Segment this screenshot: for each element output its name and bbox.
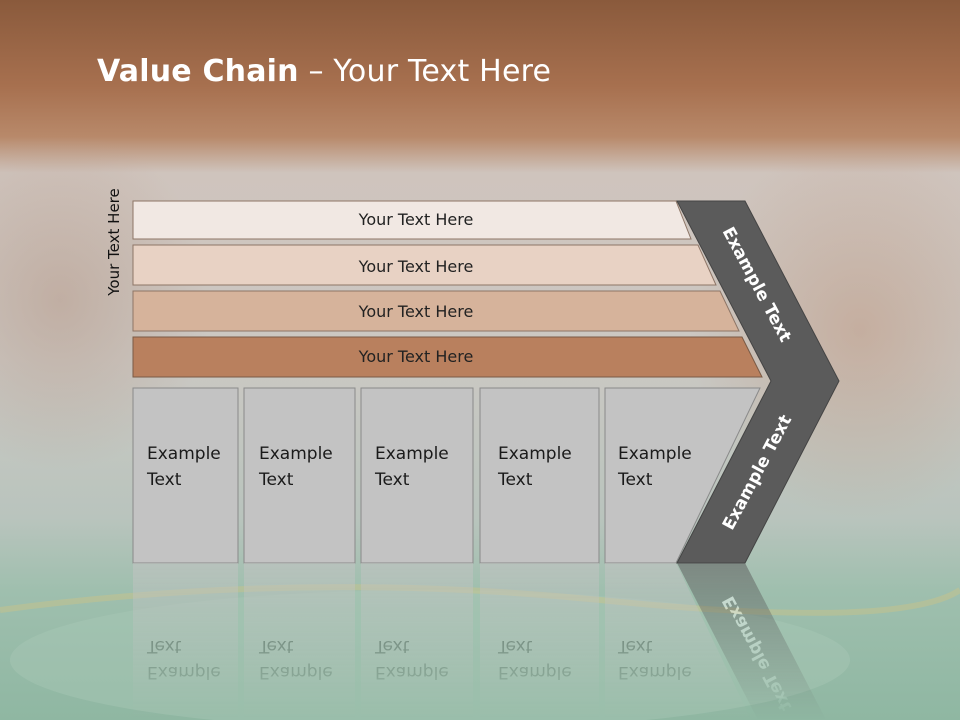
- reflection-box-1: [133, 563, 238, 720]
- title-bold: Value Chain: [97, 54, 299, 89]
- reflection-box-4: [480, 563, 599, 720]
- reflection-box-3: [361, 563, 473, 720]
- box-2-shape: [243, 387, 356, 564]
- reflection-text-1b: Text: [146, 636, 182, 656]
- reflection-chevron: [677, 563, 827, 720]
- reflection-text-1: Example: [147, 662, 221, 682]
- reflection-box-5: [605, 563, 752, 720]
- box-5-line1: Example: [618, 444, 692, 464]
- row-bar-1-label: Your Text Here: [358, 210, 474, 229]
- reflection-text-3: Example: [375, 662, 449, 682]
- box-1-line2: Text: [146, 470, 182, 490]
- reflection-text-5: Example: [618, 662, 692, 682]
- box-4-shape: [479, 387, 600, 564]
- box-2-line2: Text: [258, 470, 294, 490]
- row-bar-4-shape: [132, 336, 763, 378]
- row-bar-3-label: Your Text Here: [358, 302, 474, 321]
- reflection: Example Text Example Text Example Text E…: [133, 563, 827, 720]
- row-bar-1[interactable]: Your Text Here: [132, 200, 692, 240]
- row-bar-1-shape: [132, 200, 692, 240]
- box-4-line2: Text: [497, 470, 533, 490]
- box-1-line1: Example: [147, 444, 221, 464]
- box-1-shape: [132, 387, 239, 564]
- box-3[interactable]: Example Text: [360, 387, 474, 564]
- reflection-box-2: [244, 563, 355, 720]
- box-5-line2: Text: [617, 470, 653, 490]
- box-2[interactable]: Example Text: [243, 387, 356, 564]
- box-2-line1: Example: [259, 444, 333, 464]
- reflection-text-2: Example: [259, 662, 333, 682]
- box-3-line2: Text: [374, 470, 410, 490]
- row-bar-2-shape: [132, 244, 717, 286]
- row-bar-4-label: Your Text Here: [358, 347, 474, 366]
- row-bar-3[interactable]: Your Text Here: [132, 290, 740, 332]
- box-3-line1: Example: [375, 444, 449, 464]
- reflection-text-2b: Text: [258, 636, 294, 656]
- box-3-shape: [360, 387, 474, 564]
- reflection-text-5b: Text: [617, 636, 653, 656]
- row-bar-2-label: Your Text Here: [358, 257, 474, 276]
- row-bar-2[interactable]: Your Text Here: [132, 244, 717, 286]
- row-bar-4[interactable]: Your Text Here: [132, 336, 763, 378]
- reflection-text-3b: Text: [374, 636, 410, 656]
- box-4-line1: Example: [498, 444, 572, 464]
- title-rest: – Your Text Here: [298, 54, 552, 89]
- reflection-text-4: Example: [498, 662, 572, 682]
- slide-title: Value Chain – Your Text Here: [97, 54, 551, 89]
- box-1[interactable]: Example Text: [132, 387, 239, 564]
- reflection-text-4b: Text: [497, 636, 533, 656]
- box-4[interactable]: Example Text: [479, 387, 600, 564]
- row-bar-3-shape: [132, 290, 740, 332]
